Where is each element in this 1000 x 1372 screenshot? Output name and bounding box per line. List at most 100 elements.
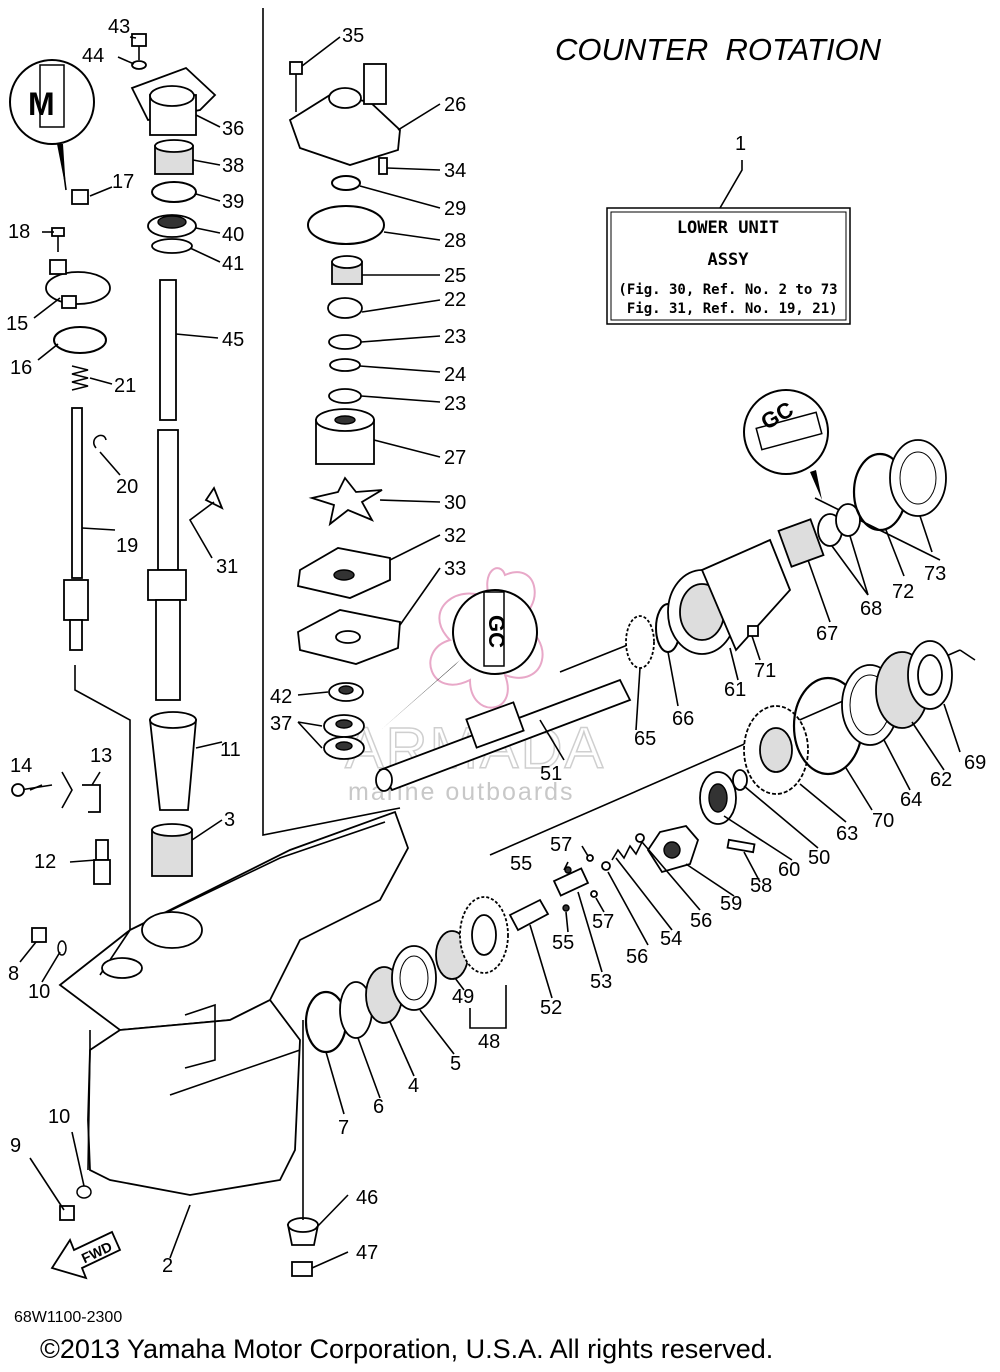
part-56-ball-2 [635, 833, 645, 843]
callout-36: 36 [222, 118, 244, 140]
part-34-pin [378, 157, 388, 175]
callout-11: 11 [220, 739, 241, 761]
callout-66: 66 [672, 708, 694, 730]
part-27-impeller-housing [315, 408, 375, 465]
callout-33: 33 [444, 558, 466, 580]
callout-46: 46 [356, 1187, 378, 1209]
leader-lines [19, 36, 961, 1269]
callout-4: 4 [408, 1075, 419, 1097]
callout-23-bottom: 23 [444, 393, 466, 415]
callout-28: 28 [444, 230, 466, 252]
callout-73: 73 [924, 563, 946, 585]
fwd-arrow-icon: FWD [50, 1230, 122, 1280]
part-11-sleeve [148, 711, 197, 811]
callout-24: 24 [444, 364, 466, 386]
callout-58: 58 [750, 875, 772, 897]
part-57-ball-bottom [590, 890, 598, 898]
part-43-bolt [131, 33, 147, 60]
copyright-notice: ©2013 Yamaha Motor Corporation, U.S.A. A… [40, 1334, 773, 1364]
part-10-washer-top [57, 940, 67, 956]
callout-52: 52 [540, 997, 562, 1019]
callout-57-bottom: 57 [592, 911, 614, 933]
part-44-washer [131, 60, 147, 70]
part-30-impeller [308, 476, 383, 527]
callout-60: 60 [778, 859, 800, 881]
callout-20: 20 [116, 476, 138, 498]
part-60-bearing [699, 771, 737, 825]
part-17-nut [71, 189, 89, 205]
lubricant-gc-symbol-2: GC [375, 589, 538, 735]
part-38-bearing [154, 139, 194, 175]
callout-59: 59 [720, 893, 742, 915]
part-58-cross-pin [726, 838, 756, 854]
callout-70: 70 [872, 810, 894, 832]
callout-14: 14 [10, 755, 32, 777]
callout-37: 37 [270, 713, 292, 735]
part-67-bearing [777, 518, 825, 568]
part-8-screw [31, 927, 47, 943]
part-65-thrust-washer [625, 615, 655, 669]
part-55-pin-bottom [562, 904, 570, 912]
callout-67: 67 [816, 623, 838, 645]
symbol-gc-text-2: GC [484, 615, 509, 648]
callout-49: 49 [452, 986, 474, 1008]
callout-34: 34 [444, 160, 466, 182]
callout-10-upper: 10 [28, 981, 50, 1003]
symbol-m-text: M [28, 86, 55, 122]
part-22-seal [327, 297, 363, 319]
callout-5: 5 [450, 1053, 461, 1075]
callout-41: 41 [222, 253, 244, 275]
part-73-ring-nut [889, 439, 947, 517]
part-40-oil-seal [147, 214, 197, 238]
part-20-clip [93, 434, 107, 449]
callout-38: 38 [222, 155, 244, 177]
part-33-gasket [297, 609, 401, 665]
part-68-seals [817, 503, 861, 547]
diagram-title: COUNTER ROTATION [555, 32, 882, 67]
callout-15: 15 [6, 313, 28, 335]
callout-7: 7 [338, 1117, 349, 1139]
part-57-ball-top [586, 854, 594, 862]
callout-27: 27 [444, 447, 466, 469]
callout-19: 19 [116, 535, 138, 557]
callout-44: 44 [82, 45, 104, 67]
callout-55-bottom: 55 [552, 932, 574, 954]
callout-13: 13 [90, 745, 112, 767]
part-26-pump-housing [288, 63, 401, 166]
callout-69: 69 [964, 752, 986, 774]
part-55-pin-top [564, 866, 572, 874]
part-15-housing [45, 259, 111, 309]
part-19-shift-rod [63, 407, 89, 651]
part-48-forward-gear [459, 896, 509, 974]
part-41-seal [151, 238, 193, 254]
assy-callout-box: LOWER UNIT ASSY (Fig. 30, Ref. No. 2 to … [606, 207, 851, 325]
part-59-dog-clutch [646, 825, 700, 874]
callout-51: 51 [540, 763, 562, 785]
assy-box-line3: (Fig. 30, Ref. No. 2 to 73 [618, 282, 837, 298]
part-31-key [204, 486, 224, 510]
callout-53: 53 [590, 971, 612, 993]
part-23-washer-bottom [328, 388, 362, 404]
callout-62: 62 [930, 769, 952, 791]
part-63-reverse-gear [743, 705, 809, 795]
callout-57-top: 57 [550, 834, 572, 856]
callout-12: 12 [34, 851, 56, 873]
callout-numbers: 1 2 3 4 5 6 7 8 9 10 10 11 12 13 14 15 1… [6, 16, 986, 1277]
part-35-bolt [289, 61, 303, 112]
callout-71: 71 [754, 660, 776, 682]
callout-72: 72 [892, 581, 914, 603]
callout-21: 21 [114, 375, 136, 397]
callout-42: 42 [270, 686, 292, 708]
callout-64: 64 [900, 789, 922, 811]
callout-17: 17 [112, 171, 134, 193]
part-24-key [329, 358, 361, 372]
part-45-driveshaft [147, 279, 187, 701]
part-13-14-linkage [11, 771, 101, 813]
callout-55-top: 55 [510, 853, 532, 875]
part-46-pinion-gear [286, 1217, 320, 1246]
callout-8: 8 [8, 963, 19, 985]
part-29-o-ring [331, 175, 361, 191]
part-39-washer [151, 181, 197, 203]
callout-1: 1 [735, 133, 746, 155]
